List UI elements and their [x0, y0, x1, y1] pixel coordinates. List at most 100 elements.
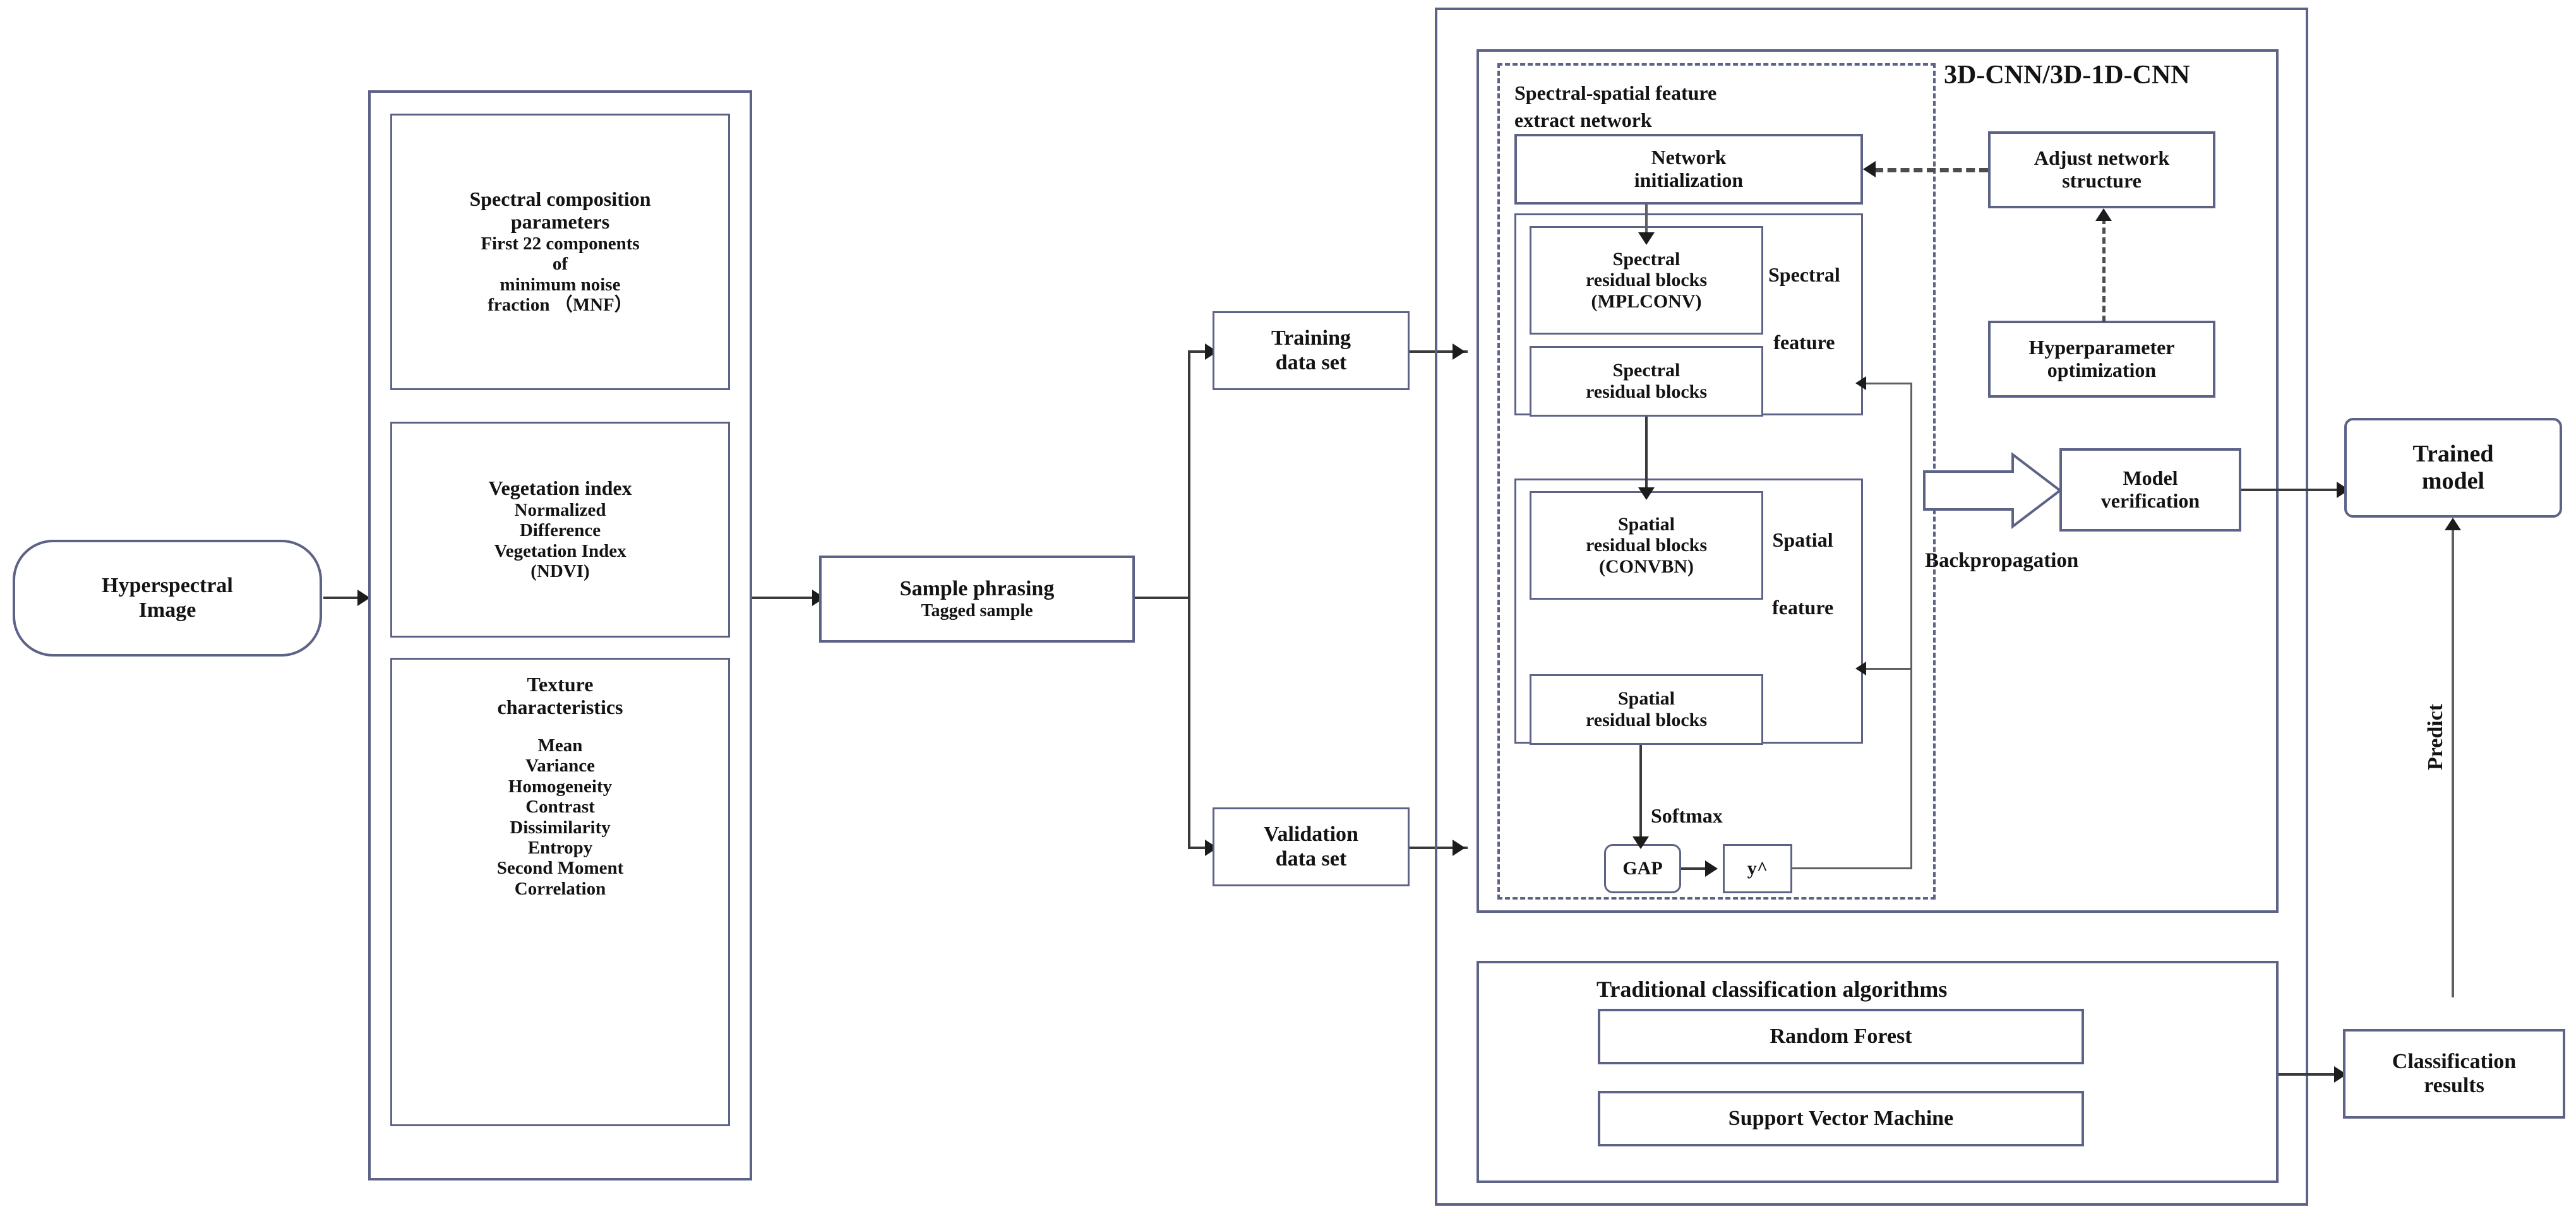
connector-adjust-to-init: [1874, 168, 1988, 172]
page-title: 3D-CNN/3D-1D-CNN: [1944, 61, 2190, 90]
hyperspectral-image-line1: Hyperspectral: [102, 574, 233, 598]
arrowhead-training-to-network: [1453, 343, 1465, 360]
spatial-feature-label: Spatial feature: [1772, 485, 1833, 663]
classification-results-line1: Classification: [2392, 1049, 2517, 1073]
texture-heading1: Texture: [527, 673, 594, 696]
spectral-composition-body-3: fraction （MNF）: [488, 295, 633, 316]
node-support-vector-machine[interactable]: Support Vector Machine: [1598, 1091, 2084, 1146]
node-texture-characteristics[interactable]: Texture characteristics Mean Variance Ho…: [390, 658, 730, 1126]
connector-yhat-feedback-vertical: [1910, 383, 1912, 869]
vegetation-index-body-2: Vegetation Index: [494, 540, 626, 561]
spectral-spatial-caption-line2: extract network: [1514, 109, 1652, 131]
connector-verification-to-trained: [2241, 489, 2344, 491]
node-network-initialization[interactable]: Network initialization: [1514, 134, 1863, 205]
node-hyperparameter-optimization[interactable]: Hyperparameter optimization: [1988, 321, 2215, 398]
spatial-convbn-line3: (CONVBN): [1599, 556, 1694, 577]
texture-body-5: Entropy: [527, 838, 593, 858]
model-outer-container: [1435, 8, 2308, 1206]
connector-init-to-spectral: [1645, 205, 1648, 239]
node-trained-model[interactable]: Trained model: [2344, 418, 2562, 518]
node-vegetation-index[interactable]: Vegetation index Normalized Difference V…: [390, 422, 730, 638]
training-data-set-line1: Training: [1271, 326, 1351, 350]
sample-phrasing-title: Sample phrasing: [899, 577, 1055, 601]
texture-body-4: Dissimilarity: [510, 817, 611, 838]
spatial-convbn-line1: Spatial: [1617, 513, 1675, 535]
cnn-inner-container: [1477, 49, 2279, 913]
node-spatial-residual-blocks-convbn[interactable]: Spatial residual blocks (CONVBN): [1530, 491, 1763, 600]
node-validation-data-set[interactable]: Validation data set: [1213, 807, 1410, 886]
predict-label: Predict: [2424, 703, 2447, 770]
connector-spatial-to-gap: [1639, 745, 1642, 846]
connector-sample-split-stem: [1135, 597, 1190, 599]
texture-body-6: Second Moment: [496, 858, 624, 879]
node-adjust-network-structure[interactable]: Adjust network structure: [1988, 131, 2215, 208]
connector-spectral-to-spatial: [1645, 417, 1648, 492]
node-spectral-residual-blocks[interactable]: Spectral residual blocks: [1530, 346, 1763, 417]
node-hyperspectral-image[interactable]: Hyperspectral Image: [13, 540, 322, 657]
feature-extraction-panel: [368, 90, 752, 1180]
connector-validation-to-traditional: [1410, 847, 1468, 849]
node-spatial-residual-blocks[interactable]: Spatial residual blocks: [1530, 674, 1763, 745]
vegetation-index-body-1: Difference: [519, 520, 601, 541]
arrowhead-spatial-to-gap: [1632, 836, 1649, 849]
backpropagation-block-arrow-icon: [1923, 449, 2063, 532]
backpropagation-label: Backpropagation: [1925, 549, 2079, 572]
arrowhead-predict: [2445, 518, 2461, 530]
arrowhead-hyperparameter-to-adjust: [2095, 208, 2112, 221]
validation-data-set-line2: data set: [1275, 847, 1347, 871]
spectral-residual-line2: residual blocks: [1586, 381, 1707, 402]
arrowhead-feedback-to-spatial: [1855, 662, 1866, 675]
arrowhead-init-to-spectral: [1638, 232, 1655, 245]
node-spectral-composition-parameters[interactable]: Spectral composition parameters First 22…: [390, 114, 730, 390]
node-spectral-residual-blocks-mplconv[interactable]: Spectral residual blocks (MPLCONV): [1530, 226, 1763, 335]
connector-sample-split-vertical: [1188, 350, 1190, 849]
traditional-classification-heading: Traditional classification algorithms: [1597, 977, 1948, 1002]
network-initialization-line1: Network: [1651, 146, 1727, 169]
spatial-feature-label-line2: feature: [1772, 595, 1834, 619]
spectral-composition-heading2: parameters: [510, 210, 610, 234]
spectral-composition-body-1: of: [552, 254, 568, 275]
model-verification-line1: Model: [2123, 467, 2178, 490]
spectral-composition-heading1: Spectral composition: [469, 187, 651, 211]
adjust-network-line1: Adjust network: [2034, 146, 2170, 170]
connector-hyperparameter-to-adjust: [2102, 218, 2106, 322]
model-verification-line2: verification: [2100, 489, 2200, 512]
spectral-feature-label: Spectral feature: [1768, 220, 1840, 398]
connector-input-to-features: [323, 597, 362, 599]
connector-features-to-sample: [752, 597, 818, 599]
texture-heading2: characteristics: [497, 695, 623, 718]
spatial-residual-line1: Spatial: [1617, 688, 1675, 710]
traditional-classification-container: [1477, 961, 2279, 1183]
connector-training-to-network: [1410, 350, 1468, 353]
svm-label: Support Vector Machine: [1728, 1106, 1954, 1130]
node-classification-results[interactable]: Classification results: [2343, 1029, 2565, 1119]
connector-sample-to-validation: [1188, 847, 1213, 849]
texture-body-0: Mean: [537, 735, 583, 756]
hyperspectral-image-line2: Image: [138, 598, 196, 622]
texture-body-2: Homogeneity: [508, 776, 613, 797]
node-sample-phrasing[interactable]: Sample phrasing Tagged sample: [819, 556, 1135, 643]
spectral-spatial-caption-line1: Spectral-spatial feature: [1514, 81, 1717, 104]
node-training-data-set[interactable]: Training data set: [1213, 311, 1410, 390]
texture-body-3: Contrast: [525, 797, 595, 818]
arrowhead-spectral-to-spatial: [1638, 487, 1655, 500]
node-model-verification[interactable]: Model verification: [2059, 448, 2241, 532]
random-forest-label: Random Forest: [1770, 1024, 1912, 1048]
vegetation-index-heading: Vegetation index: [488, 477, 632, 500]
yhat-label: y^: [1747, 857, 1768, 879]
arrowhead-validation-to-traditional: [1453, 840, 1465, 856]
spectral-feature-label-line1: Spectral: [1768, 263, 1840, 287]
node-yhat[interactable]: y^: [1723, 844, 1792, 893]
node-gap[interactable]: GAP: [1604, 844, 1681, 893]
arrowhead-feedback-to-spectral: [1855, 376, 1866, 390]
classification-results-line2: results: [2424, 1074, 2484, 1097]
node-random-forest[interactable]: Random Forest: [1598, 1009, 2084, 1064]
spectral-mplconv-line1: Spectral: [1612, 248, 1680, 270]
vegetation-index-body-3: (NDVI): [530, 561, 590, 582]
spectral-mplconv-line3: (MPLCONV): [1591, 290, 1702, 312]
network-initialization-line2: initialization: [1634, 169, 1744, 191]
sample-phrasing-subtitle: Tagged sample: [921, 601, 1033, 621]
connector-predict: [2452, 530, 2454, 997]
arrowhead-input-to-features: [357, 590, 370, 606]
